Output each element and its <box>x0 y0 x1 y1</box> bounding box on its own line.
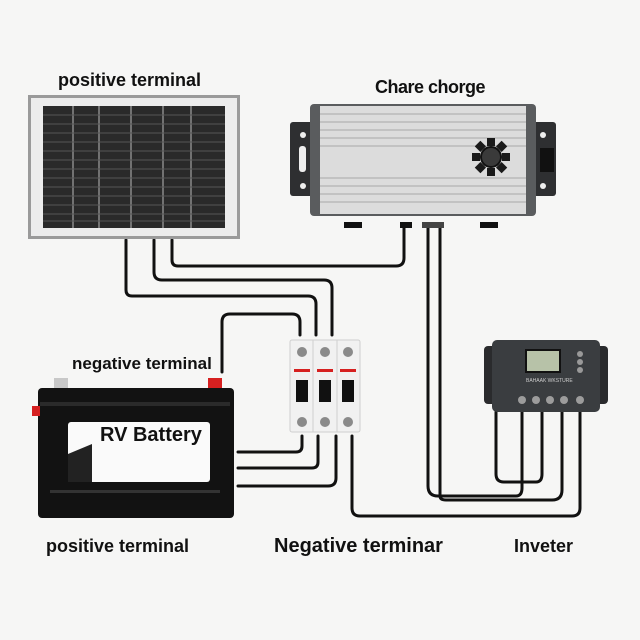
wire-battery-2 <box>236 434 320 470</box>
solar-panel-label: positive terminal <box>58 70 202 90</box>
wire-breaker-inverter <box>350 410 582 518</box>
inverter-label: Inveter <box>514 536 574 556</box>
battery-negative-label: negative terminal <box>72 354 212 373</box>
inverter-panel-text: BAHAAK WKSTURE <box>526 378 573 384</box>
charge-controller-label: Chare chorge <box>375 77 486 97</box>
solar-cells <box>43 106 225 228</box>
wire-battery-1 <box>236 434 304 454</box>
wire-panel-3 <box>170 226 406 268</box>
wire-controller-2 <box>438 226 564 502</box>
wire-breaker-loop <box>220 312 302 374</box>
charge-controller <box>288 100 558 229</box>
wire-panel-1 <box>124 238 318 337</box>
rv-battery: RV Battery <box>28 372 240 520</box>
fan-icon <box>472 138 510 176</box>
breaker-negative-label: Negative terminar <box>274 535 443 557</box>
battery-positive-label: positive terminal <box>46 536 190 556</box>
wire-panel-2 <box>152 238 334 337</box>
wire-battery-3 <box>236 434 338 488</box>
circuit-breaker <box>288 334 364 436</box>
inverter-device: BAHAAK WKSTURE <box>484 338 608 414</box>
battery-brand-label: RV Battery <box>100 424 202 446</box>
wire-controller-1 <box>426 226 524 498</box>
wire-inverter-loop <box>494 410 544 484</box>
solar-panel <box>28 95 240 239</box>
